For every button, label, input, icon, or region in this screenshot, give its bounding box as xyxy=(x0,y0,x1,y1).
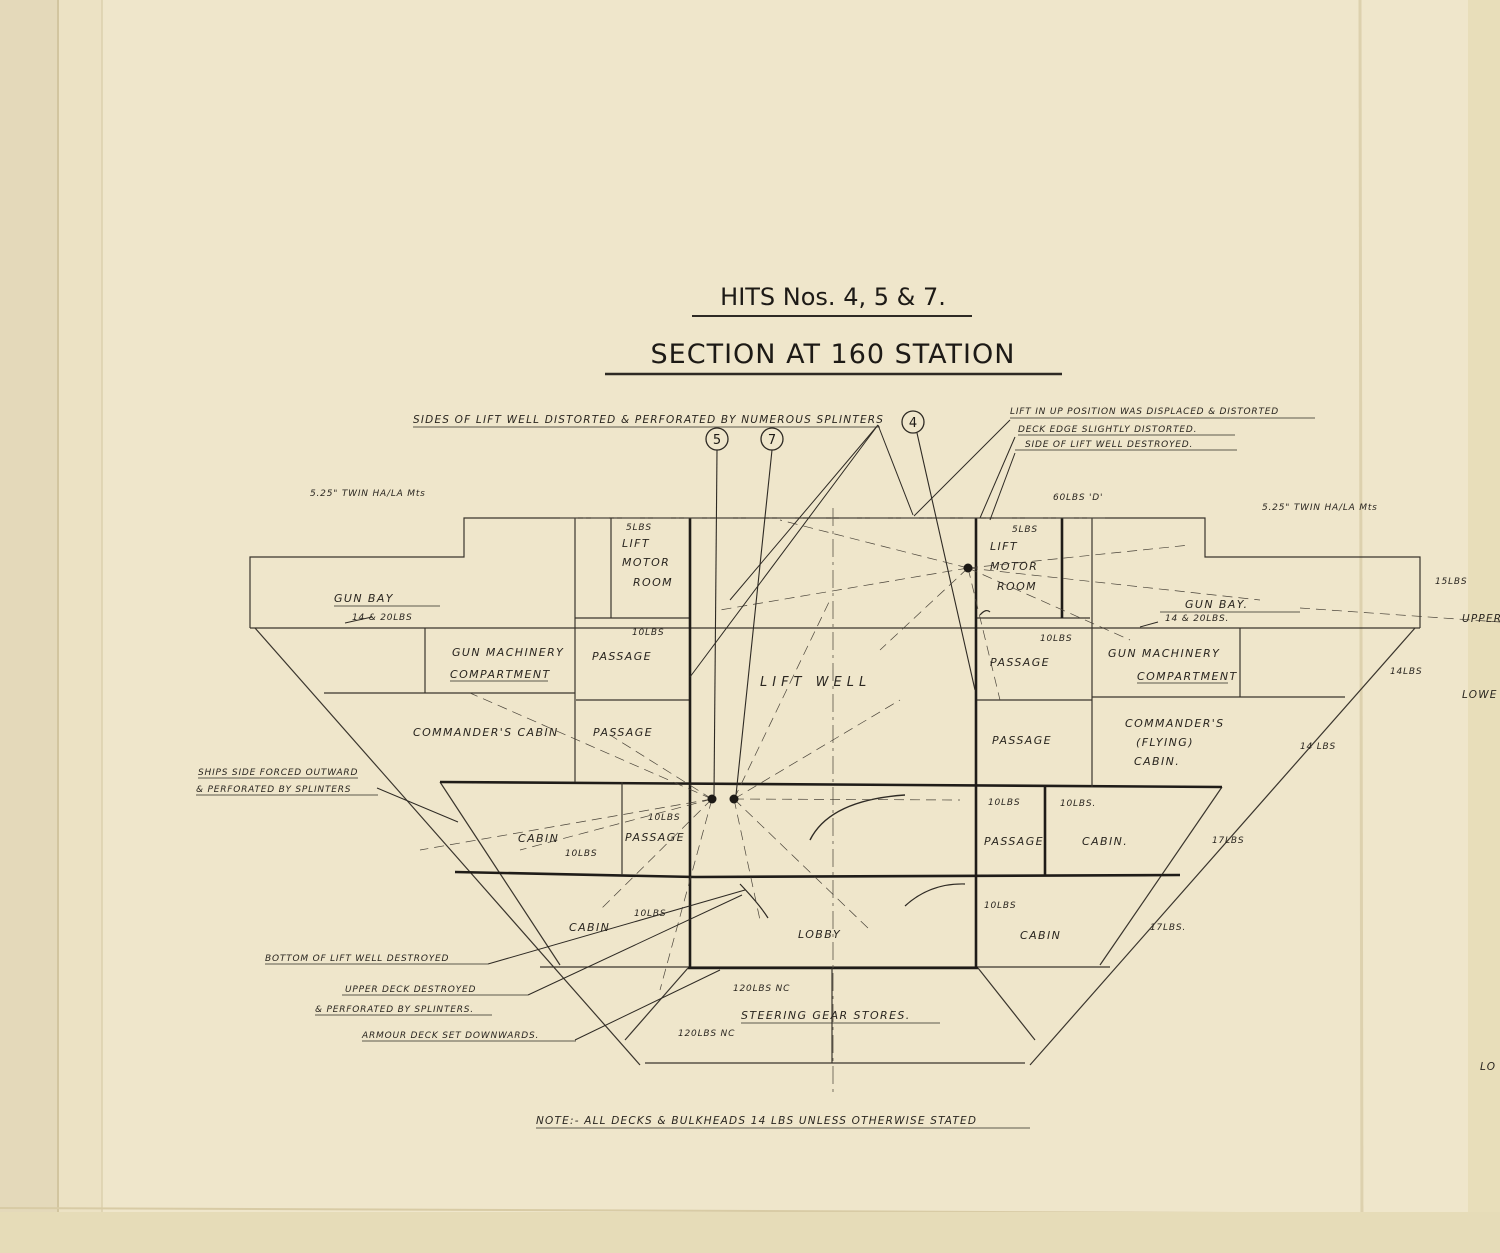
leader-lines xyxy=(344,419,1159,1041)
drawing-title: HITS Nos. 4, 5 & 7. SECTION AT 160 STATI… xyxy=(605,283,1062,376)
room-lift-motor-left-3: ROOM xyxy=(633,576,673,589)
mount-label-left: 5.25" TWIN HA/LA Mts xyxy=(310,489,426,499)
mount-label-right: 5.25" TWIN HA/LA Mts xyxy=(1262,503,1378,513)
plating-5lbs-left: 5LBS xyxy=(626,523,652,533)
hit-marker-4: 4 xyxy=(909,416,917,431)
plating-10lbs-e: 10LBS. xyxy=(1060,799,1096,809)
room-passage-upper-right: PASSAGE xyxy=(990,656,1050,669)
hit-markers: 5 7 4 xyxy=(705,410,925,451)
edge-fragment-lower: LOWE xyxy=(1462,689,1498,701)
plating-labels: 60LBS 'D' 5LBS 5LBS 14 & 20LBS 14 & 20LB… xyxy=(352,493,1467,1039)
callout-deck-edge: DECK EDGE SLIGHTLY DISTORTED. xyxy=(1018,425,1197,435)
room-commanders-cabin-right-2: (FLYING) xyxy=(1136,736,1194,749)
room-cabin-right-upper: CABIN. xyxy=(1082,835,1128,848)
room-cabin-left-lower: CABIN xyxy=(569,921,610,934)
room-lift-motor-right-2: MOTOR xyxy=(990,560,1038,573)
plating-15lbs: 15LBS xyxy=(1435,577,1467,587)
room-steering-gear: STEERING GEAR STORES. xyxy=(741,1009,911,1022)
plating-10lbs-c: 10LBS xyxy=(988,798,1020,808)
callout-ships-side-line-2: & PERFORATED BY SPLINTERS xyxy=(196,785,351,795)
callout-lift-displaced: LIFT IN UP POSITION WAS DISPLACED & DIST… xyxy=(1010,407,1279,417)
room-passage-lower-right: PASSAGE xyxy=(984,835,1044,848)
callout-upper-deck-line-2: & PERFORATED BY SPLINTERS. xyxy=(315,1005,474,1015)
room-passage-lower-left: PASSAGE xyxy=(625,831,685,844)
plating-10lbs-g: 10LBS xyxy=(634,909,666,919)
plating-5lbs-right: 5LBS xyxy=(1012,525,1038,535)
title-line-2: SECTION AT 160 STATION xyxy=(651,339,1016,370)
callout-ships-side-line-1: SHIPS SIDE FORCED OUTWARD xyxy=(198,768,358,778)
edge-fragments: UPPER LOWE LO xyxy=(1462,613,1500,1073)
room-lift-motor-right-1: LIFT xyxy=(990,540,1018,553)
hull-section xyxy=(249,517,1421,1066)
plating-14lbs-b: 14 LBS xyxy=(1300,742,1336,752)
edge-fragment-upper: UPPER xyxy=(1462,613,1500,625)
room-lift-motor-right-3: ROOM xyxy=(997,580,1037,593)
plating-10lbs-a: 10LBS xyxy=(632,628,664,638)
callouts: SIDES OF LIFT WELL DISTORTED & PERFORATE… xyxy=(196,407,1315,1129)
room-gun-bay-left: GUN BAY xyxy=(334,592,394,605)
mount-labels: 5.25" TWIN HA/LA Mts 5.25" TWIN HA/LA Mt… xyxy=(310,489,1378,513)
plating-10lbs-d: 10LBS xyxy=(648,813,680,823)
room-passage-upper-left: PASSAGE xyxy=(592,650,652,663)
plating-10lbs-h: 10LBS xyxy=(984,901,1016,911)
room-lift-motor-left-1: LIFT xyxy=(622,537,650,550)
room-lift-motor-left-2: MOTOR xyxy=(622,556,670,569)
room-commanders-cabin-left: COMMANDER'S CABIN xyxy=(413,726,559,739)
hit-marker-7: 7 xyxy=(768,433,776,448)
room-gun-machinery-left-1: GUN MACHINERY xyxy=(452,646,564,659)
plating-120lbs-nc-b: 120LBS NC xyxy=(678,1029,735,1039)
title-line-1: HITS Nos. 4, 5 & 7. xyxy=(720,283,946,311)
hit-marker-5: 5 xyxy=(713,433,721,448)
note-text: NOTE:- ALL DECKS & BULKHEADS 14 LBS UNLE… xyxy=(536,1115,977,1127)
room-commanders-cabin-right-3: CABIN. xyxy=(1134,755,1180,768)
callout-armour-deck: ARMOUR DECK SET DOWNWARDS. xyxy=(361,1031,539,1041)
callout-upper-deck-line-1: UPPER DECK DESTROYED xyxy=(345,985,476,995)
room-cabin-left-upper: CABIN xyxy=(518,832,559,845)
plating-120lbs-nc-a: 120LBS NC xyxy=(733,984,790,994)
plating-17lbs-b: 17LBS. xyxy=(1150,923,1186,933)
room-gun-machinery-left-2: COMPARTMENT xyxy=(450,668,551,681)
plating-60lbs-d: 60LBS 'D' xyxy=(1053,493,1103,503)
room-gun-bay-right: GUN BAY. xyxy=(1185,598,1248,611)
room-labels: GUN BAY GUN BAY. LIFT MOTOR ROOM LIFT MO… xyxy=(334,537,1300,1024)
callout-side-destroyed: SIDE OF LIFT WELL DESTROYED. xyxy=(1025,440,1193,450)
callout-bottom-lift-well: BOTTOM OF LIFT WELL DESTROYED xyxy=(265,954,449,964)
callout-sides-of-lift-well: SIDES OF LIFT WELL DISTORTED & PERFORATE… xyxy=(413,414,884,426)
plating-14-20-right: 14 & 20LBS. xyxy=(1165,614,1229,624)
room-passage-mid-left: PASSAGE xyxy=(593,726,653,739)
room-gun-machinery-right-1: GUN MACHINERY xyxy=(1108,647,1220,660)
room-lift-well: LIFT WELL xyxy=(760,675,871,690)
plating-10lbs-f: 10LBS xyxy=(565,849,597,859)
room-passage-mid-right: PASSAGE xyxy=(992,734,1052,747)
room-commanders-cabin-right-1: COMMANDER'S xyxy=(1125,717,1225,730)
plating-10lbs-b: 10LBS xyxy=(1040,634,1072,644)
plating-14-20-left: 14 & 20LBS xyxy=(352,613,413,623)
edge-fragment-lo: LO xyxy=(1480,1061,1496,1073)
room-cabin-right-lower: CABIN xyxy=(1020,929,1061,942)
splinter-traces xyxy=(419,508,1500,1095)
plating-17lbs-a: 17LBS xyxy=(1212,836,1244,846)
plating-14lbs-a: 14LBS xyxy=(1390,667,1422,677)
room-lobby: LOBBY xyxy=(798,928,841,941)
room-gun-machinery-right-2: COMPARTMENT xyxy=(1137,670,1238,683)
